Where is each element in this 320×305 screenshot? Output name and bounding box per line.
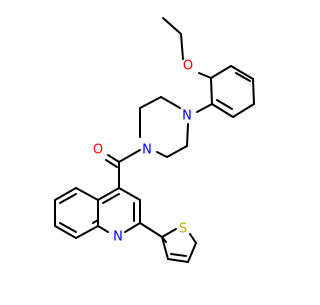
bond-co-1 — [107, 154, 120, 163]
bond-pip-2 — [139, 96, 162, 109]
bond-t-3 — [187, 242, 197, 263]
bond-phenyl-1 — [210, 65, 232, 79]
atom-ether-oxygen: O — [183, 59, 193, 74]
bond-lines — [54, 17, 255, 263]
bond-phenyl-2 — [230, 65, 254, 80]
bond-pip-6 — [186, 123, 189, 147]
atom-labels: O O N N N S — [93, 59, 193, 245]
bond-phenyl-5-inner — [216, 99, 233, 110]
bond-phenyl-3 — [252, 78, 255, 105]
bond-q-4 — [97, 225, 109, 233]
bond-b-2 — [54, 187, 77, 201]
bond-aryl-n — [196, 103, 213, 113]
bond-b-5 — [75, 225, 99, 239]
bond-phenyl-2-inner — [235, 72, 251, 82]
bond-phenyl-4 — [232, 103, 255, 118]
bond-pip-5 — [166, 145, 188, 158]
bond-q-6 — [97, 187, 120, 201]
bond-t-5 — [161, 228, 177, 238]
bond-b-2-inner — [59, 193, 77, 204]
bond-co-2 — [105, 159, 118, 168]
bond-b-4-inner — [59, 222, 77, 233]
molecule-diagram: O O N N N S — [54, 17, 255, 263]
bond-t-2-inner — [170, 253, 187, 257]
bond-t-2 — [167, 258, 189, 263]
bond-b-1 — [75, 187, 99, 201]
bond-q-thiophene — [139, 222, 163, 238]
bond-b-5-inner — [92, 219, 99, 224]
bond-t-1 — [161, 236, 169, 260]
atom-quinoline-n: N — [113, 230, 123, 245]
structure-canvas: O O N N N S — [54, 17, 255, 263]
atom-carbonyl-oxygen: O — [93, 143, 103, 158]
bond-ethyl-cc — [162, 17, 182, 35]
bond-t-4 — [189, 233, 197, 244]
bond-n-carbonyl — [118, 149, 141, 163]
bond-phenyl-5 — [211, 103, 234, 118]
atom-piperazine-n-amide: N — [142, 143, 152, 158]
bond-pip-1 — [160, 96, 181, 109]
bond-q-1 — [118, 187, 141, 201]
atom-thiophene-s: S — [179, 222, 187, 237]
bond-q-3 — [124, 222, 141, 233]
bond-q-6-inner — [102, 193, 120, 204]
atom-piperazine-n-aryl: N — [182, 109, 192, 124]
bond-o-aryl — [198, 72, 212, 79]
bond-t-5-inner — [161, 236, 167, 243]
bond-pip-4 — [156, 151, 168, 158]
bond-phenyl-6 — [210, 77, 213, 105]
bond-ethyl-co — [180, 33, 184, 60]
bond-b-4 — [54, 225, 77, 239]
